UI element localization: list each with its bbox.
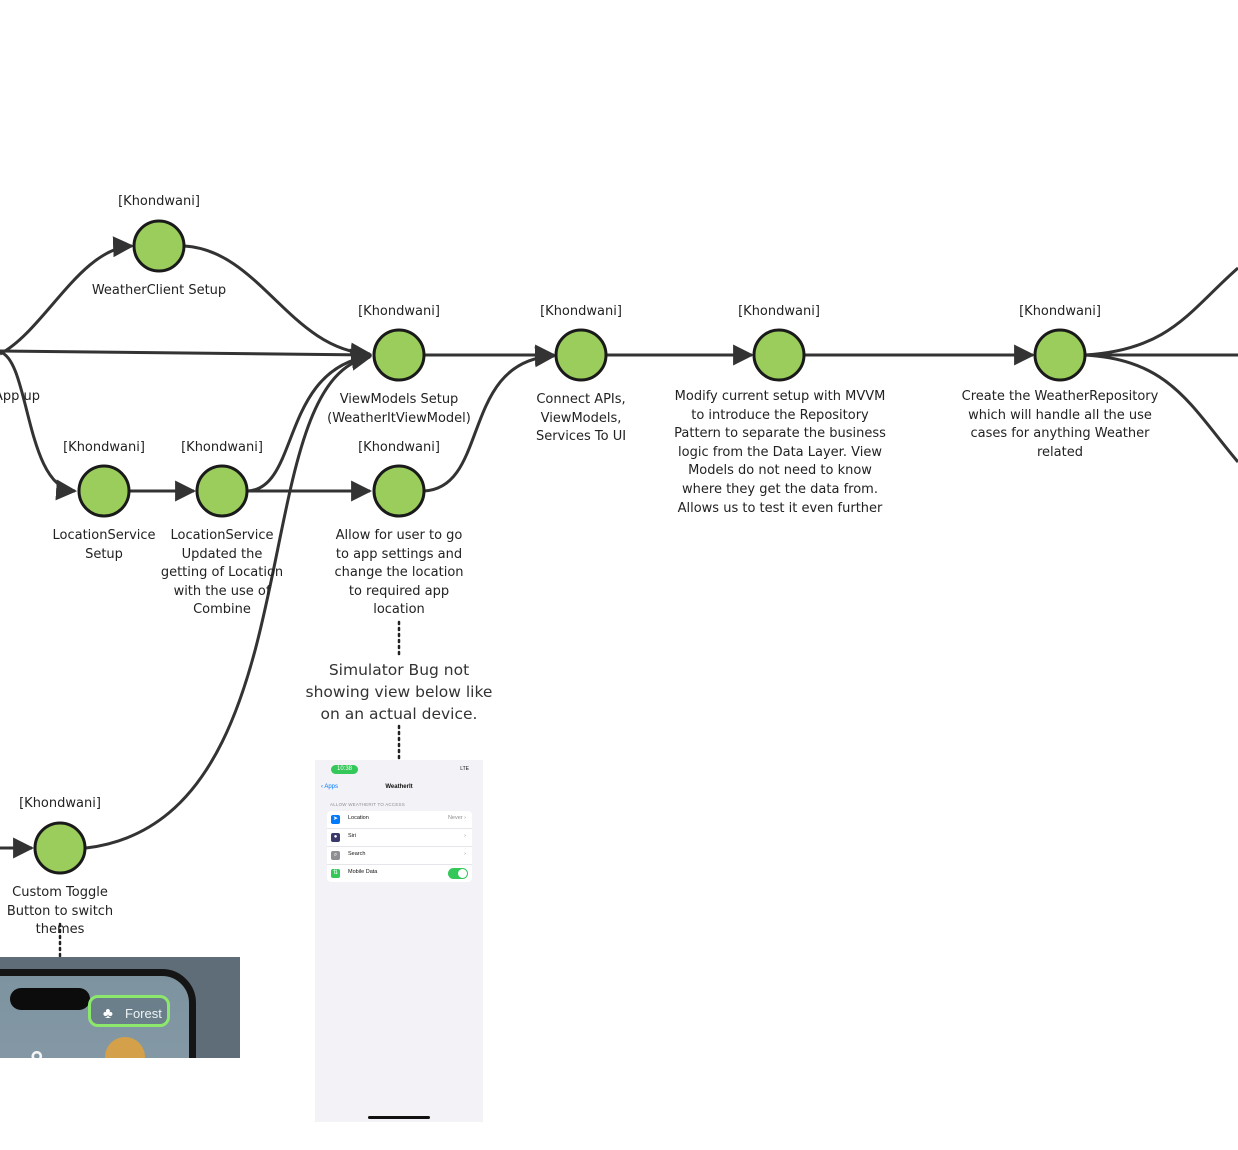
author-allow-user: [Khondwani]: [358, 440, 440, 455]
node-repository-pattern[interactable]: [752, 328, 806, 382]
label-repository-pattern: Modify current setup with MVVM to introd…: [674, 389, 886, 516]
permissions-list: ➤ Location Never › ● Siri › ⌕ Search › ⇅…: [327, 811, 472, 882]
node-locationservice-setup[interactable]: [77, 464, 131, 518]
simulator-bug-note: Simulator Bug not showing view below lik…: [305, 661, 493, 723]
node-allow-user-settings[interactable]: [372, 464, 426, 518]
label-custom-toggle: Custom Toggle Button to switch themes: [6, 885, 114, 938]
temperature-fragment: °: [30, 1045, 44, 1058]
author-custom-toggle: [Khondwani]: [19, 796, 101, 811]
theme-toggle-button[interactable]: ♣ Forest: [88, 995, 170, 1027]
phone-settings-screenshot: 10:38 LTE ‹ Apps WeatherIt ALLOW WEATHER…: [315, 760, 483, 1122]
label-locationservice-setup: LocationService Setup: [52, 528, 156, 562]
label-weather-repository: Create the WeatherRepository which will …: [961, 389, 1159, 460]
siri-icon: ●: [331, 833, 340, 842]
author-connect-apis: [Khondwani]: [540, 304, 622, 319]
status-time: 10:38: [331, 765, 358, 774]
tree-icon: ♣: [103, 1005, 113, 1022]
permission-row-siri[interactable]: ● Siri ›: [327, 829, 472, 847]
node-weatherclient-setup[interactable]: [132, 219, 186, 273]
theme-toggle-label: Forest: [125, 1006, 162, 1021]
node-locationservice-combine[interactable]: [195, 464, 249, 518]
row-label: Search: [348, 851, 366, 857]
mobile-data-toggle[interactable]: [448, 868, 468, 879]
chevron-right-icon: ›: [464, 851, 466, 857]
edge-repository-out-up: [1084, 266, 1238, 357]
row-label: Siri: [348, 833, 356, 839]
author-viewmodels: [Khondwani]: [358, 304, 440, 319]
author-weatherclient: [Khondwani]: [118, 194, 200, 209]
author-locationservice: [Khondwani]: [63, 440, 145, 455]
magnifier-icon: ⌕: [331, 851, 340, 860]
label-weatherclient-setup: WeatherClient Setup: [91, 283, 227, 298]
author-repository-pattern: [Khondwani]: [738, 304, 820, 319]
node-weather-repository[interactable]: [1033, 328, 1087, 382]
antenna-icon: ⇅: [331, 869, 340, 878]
label-connect-apis: Connect APIs, ViewModels, Services To UI: [535, 392, 627, 445]
chevron-right-icon: ›: [464, 833, 466, 839]
status-network: LTE: [460, 766, 469, 772]
location-arrow-icon: ➤: [331, 815, 340, 824]
permission-row-mobile-data[interactable]: ⇅ Mobile Data: [327, 865, 472, 882]
partial-left-label: App up: [0, 389, 40, 404]
author-weather-repository: [Khondwani]: [1019, 304, 1101, 319]
edge-start-to-locationservice: [0, 350, 78, 501]
author-locationservice-combine: [Khondwani]: [181, 440, 263, 455]
edge-repository-out-down: [1084, 353, 1238, 463]
toggle-button-screenshot: ° ♣ Forest: [0, 957, 240, 1058]
edge-start-to-viewmodels: [0, 344, 373, 366]
node-viewmodels-setup[interactable]: [372, 328, 426, 382]
screen-title: WeatherIt: [385, 784, 413, 790]
label-viewmodels-setup: ViewModels Setup (WeatherItViewModel): [327, 392, 471, 426]
back-button-label: Apps: [324, 784, 339, 790]
label-allow-user-settings: Allow for user to go to app settings and…: [334, 528, 464, 618]
sun-icon: [105, 1037, 145, 1058]
dynamic-island: [10, 988, 90, 1010]
edge-toggle-to-viewmodels: [85, 350, 373, 850]
back-button[interactable]: ‹ Apps: [321, 784, 339, 790]
row-value: Never ›: [447, 815, 466, 821]
edge-start-to-weatherclient: [0, 236, 135, 356]
edge-updated-to-viewmodels: [247, 348, 373, 493]
permission-row-location[interactable]: ➤ Location Never ›: [327, 811, 472, 829]
edge-weatherclient-to-viewmodels: [183, 244, 373, 364]
section-header: ALLOW WEATHERIT TO ACCESS: [330, 802, 405, 807]
edge-allowuser-to-connect: [423, 346, 557, 493]
row-label: Mobile Data: [348, 869, 378, 875]
home-indicator: [368, 1116, 430, 1119]
node-connect-apis[interactable]: [554, 328, 608, 382]
permission-row-search[interactable]: ⌕ Search ›: [327, 847, 472, 865]
row-label: Location: [348, 815, 369, 821]
node-custom-toggle[interactable]: [33, 821, 87, 875]
label-locationservice-combine: LocationService Updated the getting of L…: [160, 528, 284, 618]
